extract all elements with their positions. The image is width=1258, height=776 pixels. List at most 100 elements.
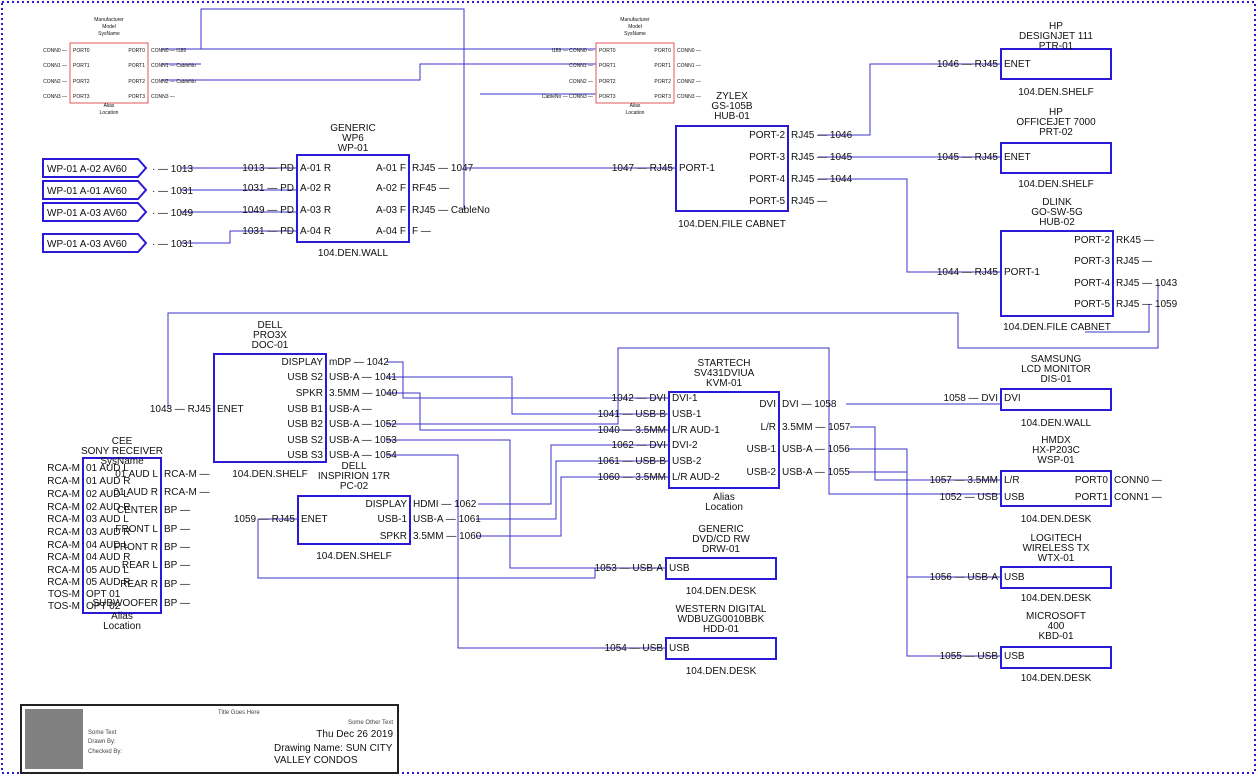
connector-label-left: RCA-M [47,565,80,576]
port-label-left: DVI [1004,393,1021,404]
connector-label-left: 1013 — PD [242,163,294,174]
connector-label-left: 1060 — 3.5MM [598,472,666,483]
connector-label-right: CONN2 — CableNo [151,79,196,85]
title-block-date: Thu Dec 26 2019 [316,729,393,740]
port-label-left: DVI-1 [672,393,698,404]
device-title-line: HUB-02 [1039,217,1075,228]
device-title-line: SysName [98,31,120,37]
port-label-right: PORT2 [654,79,671,85]
connector-label-right: USB-A — 1061 [413,514,481,525]
connector-label-left: 1062 — DVI [612,440,666,451]
device-title-line: PTR-01 [1039,41,1074,52]
port-label-right: PORT-3 [749,152,785,163]
port-label-left: PORT1 [73,63,90,69]
device-title-line: DVD/CD RW [692,534,750,545]
title-block-title: Title Goes Here [218,710,260,716]
connector-label-left: CONN0 — [43,48,67,54]
port-label-right: PORT-2 [1074,235,1110,246]
wallplate-suffix: · [152,208,155,219]
device-footer-line: 104.DEN.SHELF [232,469,308,480]
connector-label-left: 1057 — 3.5MM [930,475,998,486]
connector-label-right: CONN1 — [677,63,701,69]
connector-label-right: DVI — 1058 [782,399,837,410]
port-label-left: 02 AUD R [86,502,130,513]
device-title-line: HX-P203C [1032,445,1080,456]
connector-label-right: RJ45 — [791,196,827,207]
cable-wire-6 [818,63,1001,136]
device-box-kvm01 [668,391,780,489]
port-label-left: USB [1004,492,1025,503]
device-box-drw01 [665,557,777,580]
port-label-left: ENET [217,404,244,415]
port-label-right: PORT0 [654,48,671,54]
title-block-drawing-name-2: VALLEY CONDOS [274,755,358,766]
port-label-right: A-02 F [376,183,406,194]
cable-wire-27 [848,471,1001,657]
port-label-right: 01 AUD R [114,487,158,498]
device-footer-line: 104.DEN.WALL [1021,418,1092,429]
device-footer-line: Alias [111,611,133,622]
device-footer-line: Location [103,621,141,632]
device-box-hdd01 [665,637,777,660]
device-title-line: WTX-01 [1038,553,1075,564]
port-label-right: PORT-5 [1074,299,1110,310]
wallplate-label: WP-01 A-03 AV60 [47,208,127,219]
connector-label-left: I189 — CONN0 — [552,48,593,54]
connector-label-left: 1061 — USB-B [598,456,667,467]
device-footer-line: 104.DEN.FILE CABNET [678,219,786,230]
connector-label-right: RJ45 — 1046 [791,130,853,141]
cable-wire-3 [161,63,596,81]
cable-wire-15 [386,361,669,399]
wallplate-cable-label: — 1013 [158,164,193,175]
cable-wire-17 [386,392,669,431]
logo-placeholder [25,709,83,769]
port-label-left: 04 AUD R [86,552,130,563]
device-title-line: SAMSUNG [1031,354,1082,365]
connector-label-right: mDP — 1042 [329,357,389,368]
port-label-left: ENET [1004,59,1031,70]
device-footer-line: Alias [630,103,641,109]
port-label-left: OPT 02 [86,601,121,612]
port-label-right: PORT1 [1075,492,1109,503]
connector-label-right: RJ45 — 1059 [1116,299,1178,310]
port-label-right: PORT1 [128,63,145,69]
wallplate-label: WP-01 A-03 AV60 [47,239,127,250]
port-label-right: USB-2 [747,467,777,478]
connector-label-left: RCA-M [47,527,80,538]
connector-label-left: RCA-M [47,476,80,487]
port-label-right: L/R [760,422,776,433]
port-label-left: OPT 01 [86,589,121,600]
wallplate-label: WP-01 A-01 AV60 [47,186,127,197]
port-label-left: USB [1004,651,1025,662]
port-label-left: 03 AUD R [86,527,130,538]
port-label-left: PORT-1 [679,163,715,174]
device-footer-line: Alias [104,103,115,109]
connector-label-left: CableNo — CONN3 — [542,94,593,100]
port-label-left: A-04 R [300,226,331,237]
port-label-left: L/R AUD-2 [672,472,720,483]
device-title-line: Model [628,24,642,30]
cable-wire-21 [478,444,669,505]
port-label-right: PORT-3 [1074,256,1110,267]
device-title-line: INSPIRION 17R [318,471,390,482]
connector-label-left: CONN3 — [43,94,67,100]
device-box-wsp01 [1000,470,1112,507]
port-label-right: FRONT R [114,542,158,553]
device-title-line: STARTECH [698,358,751,369]
device-title-line: DIS-01 [1040,374,1072,385]
port-label-left: ENET [301,514,328,525]
connector-label-left: 1054 — USB [605,643,664,654]
device-title-line: PC-02 [340,481,369,492]
device-title-line: Manufacturer [620,17,650,23]
port-label-right: DVI [759,399,776,410]
connector-label-right: BP — [164,542,190,553]
connector-label-left: 1041 — USB-B [598,409,667,420]
port-label-right: PORT1 [654,63,671,69]
connector-label-right: CONN0 — [677,48,701,54]
cable-wire-23 [476,476,669,537]
device-title-line: WESTERN DIGITAL [676,604,767,615]
connector-label-left: 1045 — RJ45 [937,152,999,163]
device-title-line: WP6 [342,133,364,144]
